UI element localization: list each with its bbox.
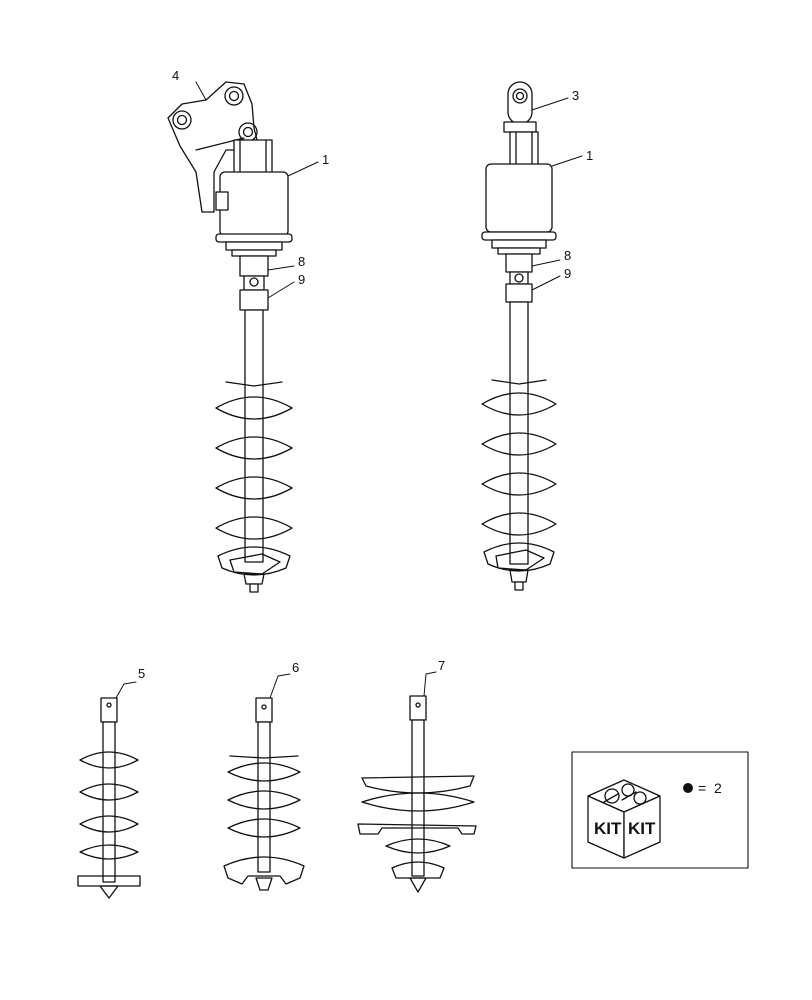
kit-box-label-left: KIT <box>594 819 622 838</box>
callout-3: 3 <box>572 88 579 103</box>
callout-6: 6 <box>292 660 299 675</box>
auger-flighting <box>481 379 557 583</box>
kit-bullet-icon <box>683 783 693 793</box>
drive-motor <box>481 163 557 255</box>
callout-7: 7 <box>438 658 445 673</box>
callout-1-left: 1 <box>322 152 329 167</box>
kit-quantity: 2 <box>714 780 722 796</box>
mounting-bracket <box>167 81 273 213</box>
kit-equals: = <box>698 780 706 796</box>
auger-bit-item-7 <box>357 695 477 893</box>
kit-box-label-right: KIT <box>628 819 656 838</box>
auger-shaft <box>244 309 264 563</box>
callout-4: 4 <box>172 68 179 83</box>
pilot-tip <box>514 581 524 591</box>
callout-1-right: 1 <box>586 148 593 163</box>
kit-legend-frame <box>571 751 749 869</box>
callout-9-right: 9 <box>564 266 571 281</box>
drive-motor <box>215 171 293 257</box>
pilot-tip <box>249 583 259 593</box>
auger-assembly-clevis-mount <box>481 81 557 591</box>
callout-labels: 4 1 1 3 8 9 8 9 5 6 7 <box>138 68 593 681</box>
callout-9-left: 9 <box>298 272 305 287</box>
callout-5: 5 <box>138 666 145 681</box>
clevis-mount <box>503 81 539 167</box>
auger-flighting <box>215 381 293 585</box>
leader-lines <box>115 81 583 699</box>
callout-8-left: 8 <box>298 254 305 269</box>
auger-bit-item-6 <box>223 697 305 891</box>
output-hub <box>505 253 533 303</box>
output-hub <box>239 255 269 311</box>
auger-assembly-bracket-mount <box>167 81 293 593</box>
kit-legend: KIT KIT = 2 <box>571 751 749 869</box>
auger-bit-item-5 <box>77 697 141 899</box>
kit-box-icon <box>587 779 661 859</box>
callout-8-right: 8 <box>564 248 571 263</box>
